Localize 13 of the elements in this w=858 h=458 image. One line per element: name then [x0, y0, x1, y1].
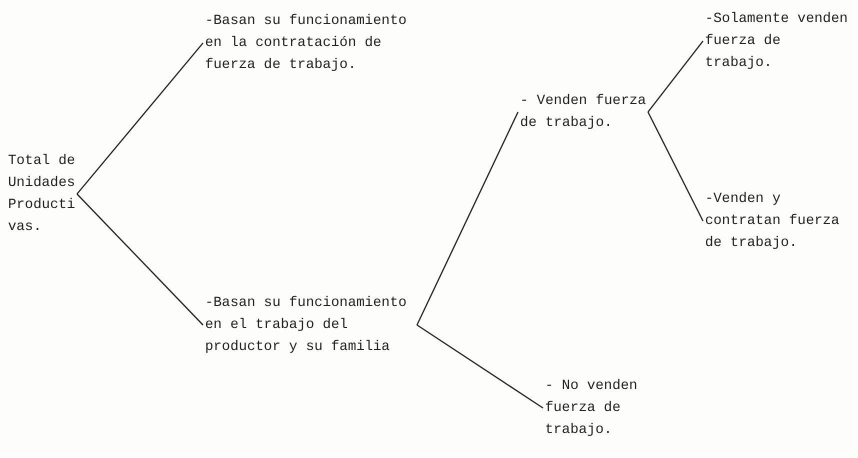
- node-text: -Solamente venden fuerza de trabajo.: [705, 8, 848, 74]
- connector-line: [416, 112, 519, 326]
- node-text: -Venden y contratan fuerza de trabajo.: [705, 188, 856, 254]
- node-text: Total de Unidades Productivas.: [8, 150, 76, 238]
- node-text: - No venden fuerza de trabajo.: [545, 375, 638, 441]
- connector-line: [416, 324, 544, 409]
- connector-line: [647, 112, 704, 222]
- node-text: - Venden fuerza de trabajo.: [520, 90, 646, 134]
- node-text: -Basan su funcionamiento en la contratación de fuerza de trabajo.: [205, 10, 416, 76]
- node-text: -Basan su funcionamiento en el trabajo del productor y su familia: [205, 292, 416, 358]
- connector-line: [76, 194, 204, 326]
- connector-line: [76, 42, 204, 194]
- connector-line: [647, 40, 704, 112]
